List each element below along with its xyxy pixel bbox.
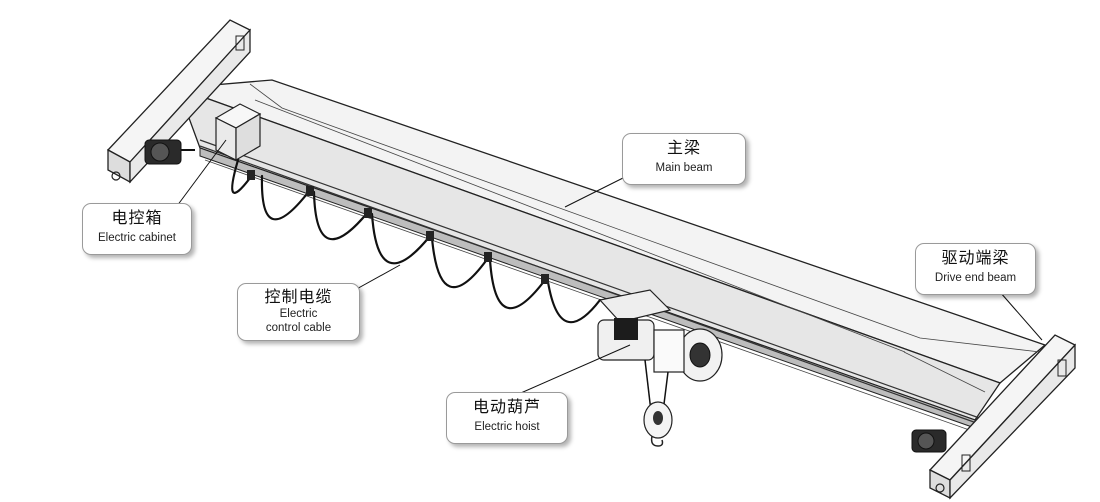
electric-cabinet-callout: 电控箱 Electric cabinet xyxy=(82,203,192,255)
electric-hoist-callout: 电动葫芦 Electric hoist xyxy=(446,392,568,444)
right-end-beam xyxy=(928,334,1077,500)
electric-hoist-label-zh: 电动葫芦 xyxy=(472,397,541,416)
main-beam-label-en: Main beam xyxy=(655,162,713,174)
control-cable-label-zh: 控制电缆 xyxy=(264,287,333,306)
electric-cabinet xyxy=(214,103,262,162)
main-beam-callout: 主梁 Main beam xyxy=(622,133,746,185)
control-cable xyxy=(231,158,602,324)
cable-rail xyxy=(199,139,986,427)
main-beam xyxy=(176,79,1047,433)
right-drive-motor xyxy=(911,429,947,453)
control-cable-callout: 控制电缆 Electric control cable xyxy=(237,283,360,341)
drive-end-beam-label-zh: 驱动端梁 xyxy=(941,248,1010,267)
left-drive-motor xyxy=(144,139,195,165)
drive-end-beam-callout: 驱动端梁 Drive end beam xyxy=(915,243,1036,295)
control-cable-label-en-2: control cable xyxy=(265,322,332,334)
main-beam-label-zh: 主梁 xyxy=(666,138,701,157)
drive-end-beam-label-en: Drive end beam xyxy=(934,272,1017,284)
electric-hoist-label-en: Electric hoist xyxy=(474,421,540,433)
electric-cabinet-label-zh: 电控箱 xyxy=(111,208,163,227)
electric-hoist xyxy=(597,289,723,447)
electric-cabinet-label-en: Electric cabinet xyxy=(98,232,176,244)
control-cable-label-en-1: Electric xyxy=(279,308,318,320)
